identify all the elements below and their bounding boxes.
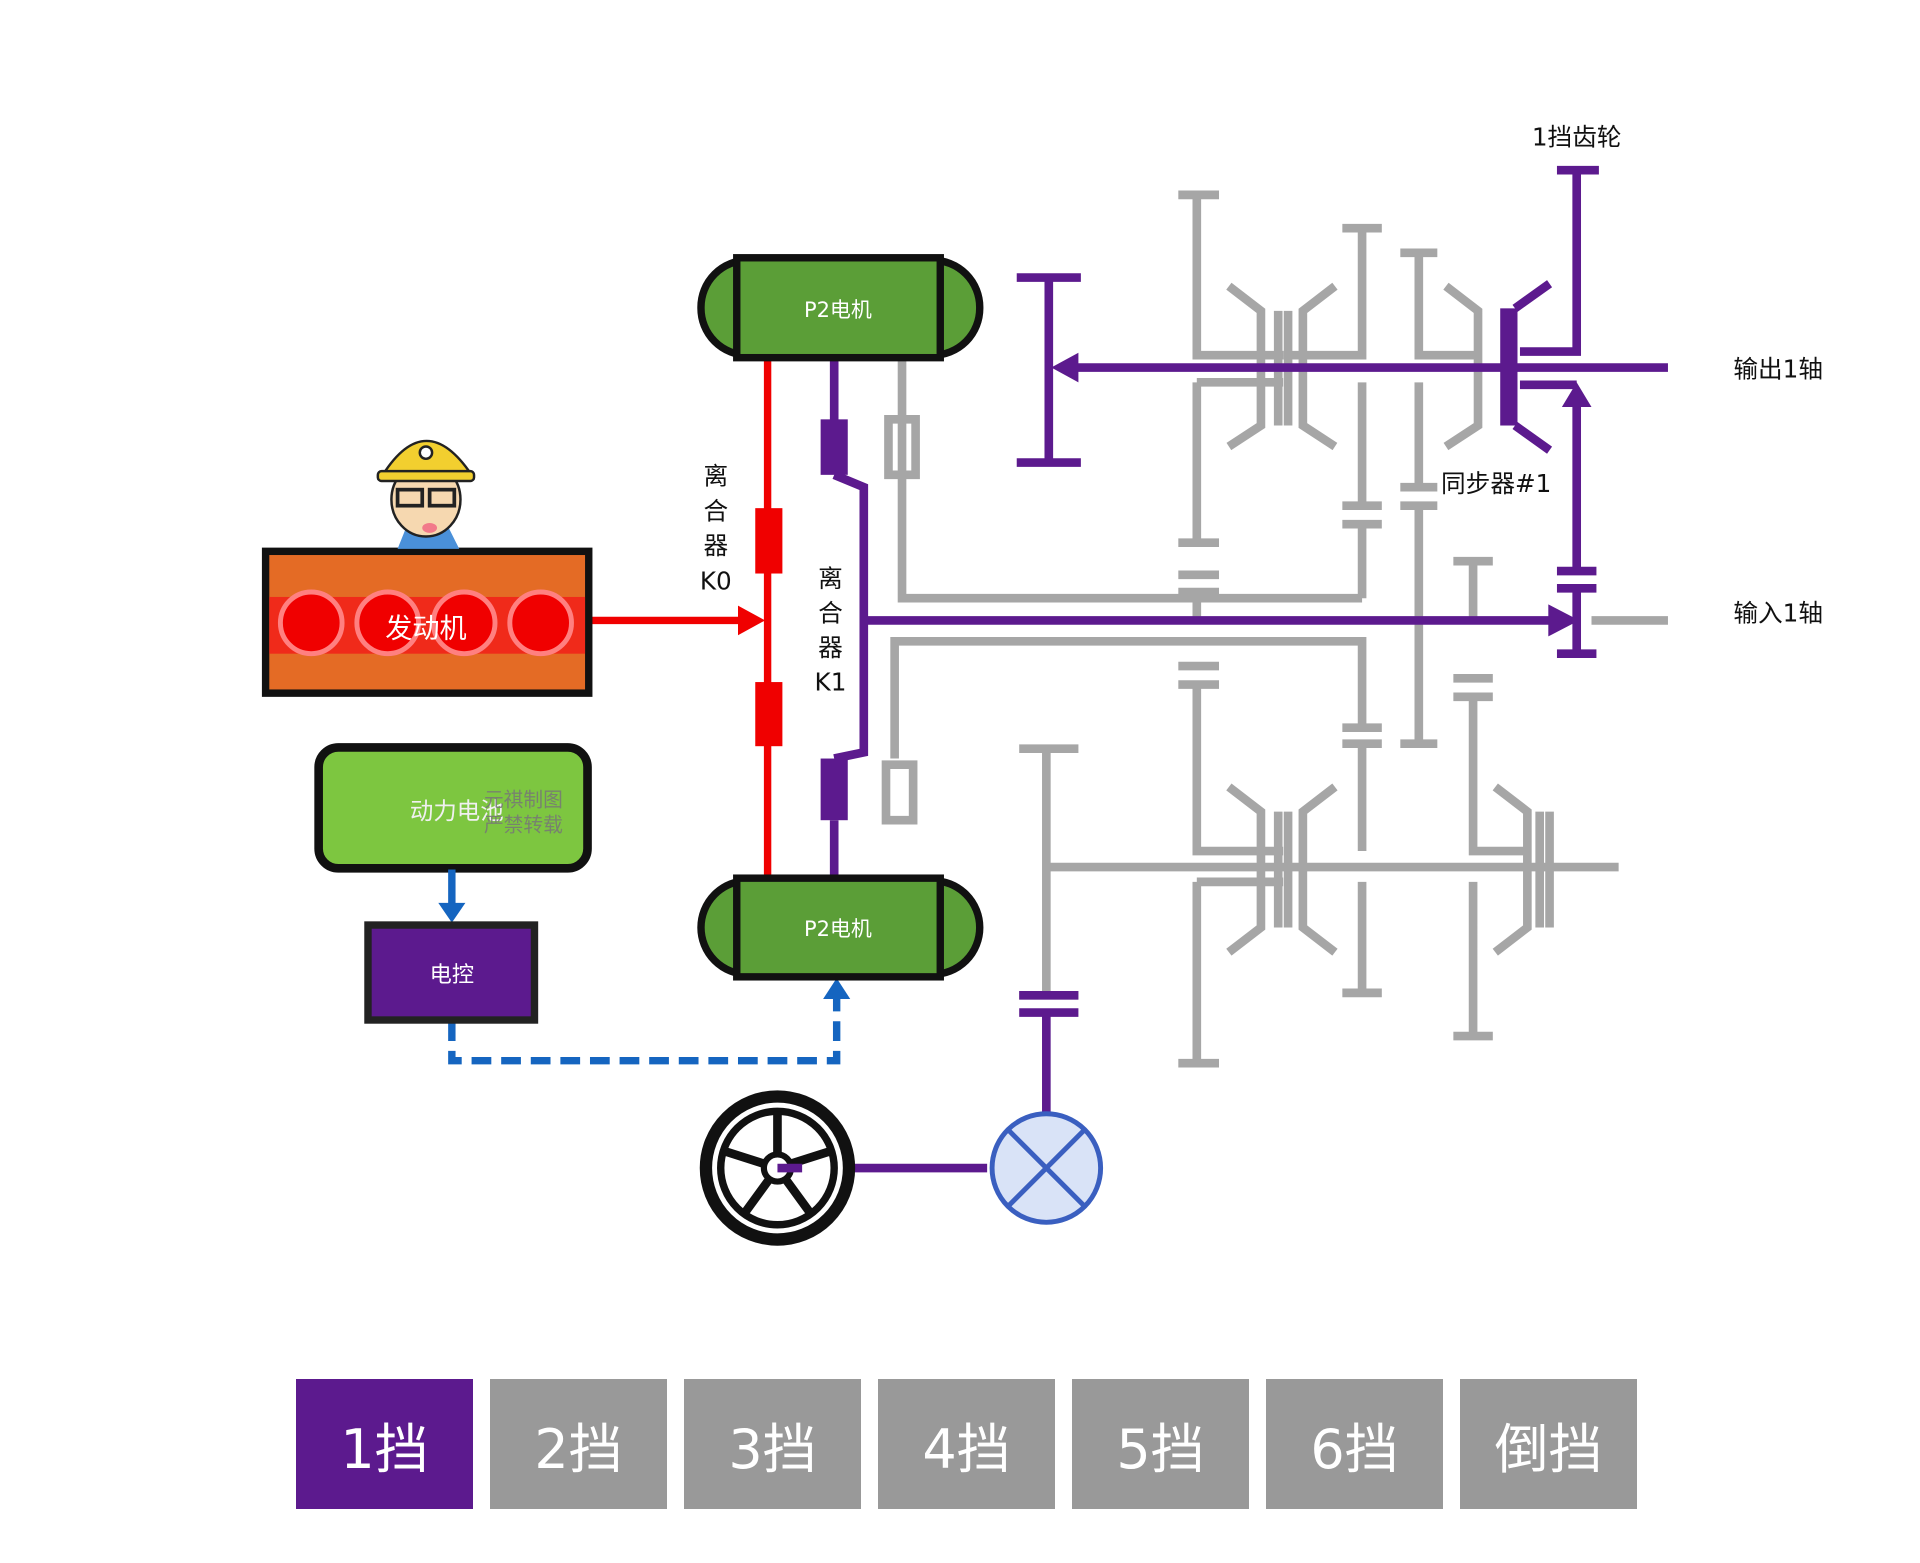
engine-label: 发动机: [385, 614, 466, 645]
first-gear-label: 1挡齿轮: [1532, 123, 1622, 152]
gear-button-4[interactable]: 4挡: [878, 1379, 1055, 1509]
clutch-k1-label: 离 合 器 K1: [815, 564, 847, 697]
gear-button-5[interactable]: 5挡: [1072, 1379, 1249, 1509]
watermark-line2: 严禁转载: [484, 813, 563, 836]
svg-text:合: 合: [818, 599, 843, 628]
battery: 动力电池 元祺制图 严禁转载: [314, 743, 592, 873]
battery-label: 动力电池: [410, 797, 504, 825]
motor-bottom: P2电机: [697, 874, 984, 981]
gear-button-7[interactable]: 倒挡: [1460, 1379, 1637, 1509]
watermark-line1: 元祺制图: [484, 789, 563, 812]
motor-top: P2电机: [697, 254, 984, 362]
svg-text:离: 离: [703, 462, 728, 491]
engine-power-path: [589, 357, 783, 879]
active-power-path: [777, 165, 1668, 1173]
clutch-k0-upper: [755, 508, 783, 574]
motor-bottom-label: P2电机: [804, 917, 872, 941]
gear-button-6[interactable]: 6挡: [1266, 1379, 1443, 1509]
controller-label: 电控: [430, 962, 474, 988]
motor-top-label: P2电机: [804, 298, 872, 322]
input-shaft-label: 输入1轴: [1733, 599, 1823, 628]
differential-icon: [989, 1111, 1104, 1225]
clutch-k1-upper: [820, 419, 848, 475]
svg-text:器: 器: [818, 633, 843, 662]
svg-text:K1: K1: [815, 668, 847, 697]
svg-text:离: 离: [818, 564, 843, 593]
clutch-k0-lower: [755, 682, 783, 747]
clutch-k0-label: 离 合 器 K0: [700, 462, 732, 596]
gear-button-2[interactable]: 2挡: [490, 1379, 667, 1509]
synchronizer-1: [1500, 308, 1518, 426]
synchronizer-label: 同步器#1: [1441, 469, 1551, 498]
svg-text:K0: K0: [700, 567, 732, 596]
controller: 电控: [364, 921, 539, 1024]
gear-button-3[interactable]: 3挡: [684, 1379, 861, 1509]
engine: 发动机: [261, 547, 593, 697]
svg-text:器: 器: [703, 531, 728, 560]
gear-button-1[interactable]: 1挡: [296, 1379, 473, 1509]
clutch-k1-lower: [820, 758, 848, 821]
engineer-mascot-icon: [376, 439, 476, 549]
output-shaft-label: 输出1轴: [1733, 354, 1823, 383]
svg-text:合: 合: [703, 496, 728, 525]
